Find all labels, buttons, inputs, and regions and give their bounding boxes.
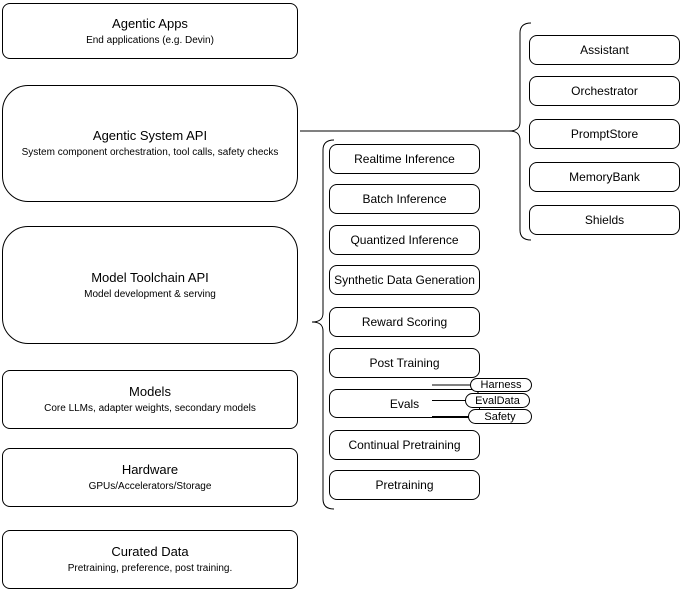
tag-evaldata[interactable]: EvalData	[465, 393, 530, 408]
node-title: Curated Data	[111, 544, 189, 559]
node-evals[interactable]: Evals	[329, 389, 480, 418]
node-promptstore[interactable]: PromptStore	[529, 119, 680, 149]
node-quantized-inference[interactable]: Quantized Inference	[329, 225, 480, 255]
node-label: Realtime Inference	[354, 152, 455, 166]
node-post-training[interactable]: Post Training	[329, 348, 480, 378]
tag-safety[interactable]: Safety	[468, 409, 532, 424]
node-subtitle: Pretraining, preference, post training.	[67, 563, 233, 574]
node-realtime-inference[interactable]: Realtime Inference	[329, 144, 480, 174]
node-model-toolchain-api[interactable]: Model Toolchain API Model development & …	[2, 226, 298, 344]
node-hardware[interactable]: Hardware GPUs/Accelerators/Storage	[2, 448, 298, 507]
node-label: Assistant	[580, 43, 629, 57]
node-label: Quantized Inference	[350, 233, 459, 247]
system-group-brace	[508, 22, 532, 241]
node-continual-pretraining[interactable]: Continual Pretraining	[329, 430, 480, 460]
node-assistant[interactable]: Assistant	[529, 35, 680, 65]
node-title: Models	[129, 384, 171, 399]
node-subtitle: System component orchestration, tool cal…	[21, 147, 279, 158]
node-shields[interactable]: Shields	[529, 205, 680, 235]
tag-label: Safety	[484, 410, 516, 423]
node-label: Orchestrator	[571, 84, 638, 98]
node-label: Synthetic Data Generation	[334, 273, 475, 287]
node-curated-data[interactable]: Curated Data Pretraining, preference, po…	[2, 530, 298, 589]
node-reward-scoring[interactable]: Reward Scoring	[329, 307, 480, 337]
node-label: Pretraining	[375, 478, 434, 492]
node-label: Shields	[584, 213, 625, 227]
node-models[interactable]: Models Core LLMs, adapter weights, secon…	[2, 370, 298, 429]
node-agentic-apps[interactable]: Agentic Apps End applications (e.g. Devi…	[2, 3, 298, 59]
tag-label: Harness	[480, 379, 522, 391]
node-subtitle: Model development & serving	[84, 288, 216, 300]
node-title: Agentic Apps	[112, 15, 188, 31]
node-label: Batch Inference	[362, 192, 447, 206]
node-subtitle: Core LLMs, adapter weights, secondary mo…	[44, 403, 256, 414]
node-orchestrator[interactable]: Orchestrator	[529, 76, 680, 106]
node-pretraining[interactable]: Pretraining	[329, 470, 480, 500]
node-label: Reward Scoring	[361, 315, 448, 329]
node-label: MemoryBank	[569, 170, 640, 184]
node-label: PromptStore	[570, 127, 639, 141]
tag-label: EvalData	[475, 394, 520, 407]
node-title: Model Toolchain API	[91, 269, 209, 285]
tag-harness[interactable]: Harness	[470, 378, 532, 392]
node-batch-inference[interactable]: Batch Inference	[329, 184, 480, 214]
node-synthetic-data-generation[interactable]: Synthetic Data Generation	[329, 265, 480, 295]
node-subtitle: GPUs/Accelerators/Storage	[88, 481, 212, 492]
node-agentic-system-api[interactable]: Agentic System API System component orch…	[2, 85, 298, 202]
node-title: Agentic System API	[92, 128, 208, 143]
node-label: Post Training	[369, 356, 440, 370]
node-subtitle: End applications (e.g. Devin)	[86, 34, 214, 46]
node-label: Continual Pretraining	[348, 438, 461, 452]
node-label: Evals	[389, 396, 420, 411]
node-memorybank[interactable]: MemoryBank	[529, 162, 680, 192]
node-title: Hardware	[121, 462, 179, 477]
